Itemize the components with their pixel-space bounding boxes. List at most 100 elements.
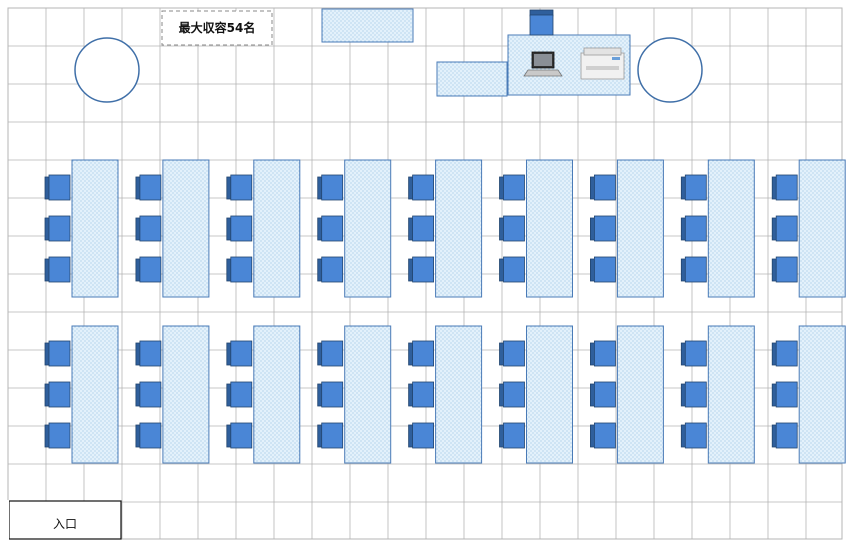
chair [321,174,344,201]
classroom-desks [44,159,846,464]
desk-group [226,159,301,298]
desk-group [499,325,573,464]
printer-icon [580,47,625,80]
chair [139,174,162,201]
chair [775,215,798,242]
desk-group [135,325,210,464]
chair [412,422,435,449]
chair [775,256,798,283]
desk [798,325,846,464]
chair [684,340,707,367]
desk [798,159,846,298]
chair [775,174,798,201]
entrance: 入口 [0,500,122,540]
chair [594,422,616,449]
chair [594,340,616,367]
chair [48,340,71,367]
desk-group [499,159,573,298]
chair [503,174,525,201]
desk-group [590,159,664,298]
desk-group [408,325,483,464]
chair [48,381,71,408]
chair [412,215,435,242]
chair [594,215,616,242]
desk [162,325,210,464]
chair [139,256,162,283]
chair [48,422,71,449]
chair [684,215,707,242]
desk [707,159,755,298]
desk-group [317,325,392,464]
desk-group [771,159,846,298]
laptop-icon [523,51,563,77]
chair [412,381,435,408]
chair [230,215,253,242]
desk [253,159,301,298]
chair [48,256,71,283]
desk-group [680,159,755,298]
desk [526,159,573,298]
chair [594,174,616,201]
chair [594,256,616,283]
desk [162,159,210,298]
chair [230,340,253,367]
chair [775,340,798,367]
chair [684,422,707,449]
chair [139,340,162,367]
desk [344,159,392,298]
desk [71,325,119,464]
chair [684,381,707,408]
chair [321,215,344,242]
chair [412,174,435,201]
chair [503,340,525,367]
chair [139,422,162,449]
desk-group [44,159,119,298]
chair [230,174,253,201]
round-table-left [74,37,140,103]
desk-group [680,325,755,464]
chair [412,256,435,283]
chair [775,381,798,408]
chair [503,256,525,283]
chair [503,215,525,242]
desk-group [44,325,119,464]
instructor-chair [529,9,554,36]
chair [230,381,253,408]
chair [594,381,616,408]
desk-group [317,159,392,298]
chair [503,381,525,408]
desk [435,159,483,298]
chair [684,174,707,201]
desk-group [135,159,210,298]
chair [775,422,798,449]
instructor-area [436,9,631,97]
side-desk [436,61,508,97]
desk-group [771,325,846,464]
desk [71,159,119,298]
chair [321,256,344,283]
desk [707,325,755,464]
desk-group [590,325,664,464]
chair [139,215,162,242]
desk-group [226,325,301,464]
desk [616,325,664,464]
chair [503,422,525,449]
capacity-label-box: 最大収容54名 [161,10,273,46]
chair [48,174,71,201]
capacity-label: 最大収容54名 [179,20,256,35]
chair [48,215,71,242]
desk [526,325,573,464]
chair [139,381,162,408]
desk [616,159,664,298]
chair [321,381,344,408]
entrance-label: 入口 [53,517,77,531]
chair [321,422,344,449]
chair [684,256,707,283]
front-table [321,8,414,43]
round-table-right [637,37,703,103]
desk [435,325,483,464]
chair [230,256,253,283]
chair [230,422,253,449]
desk [344,325,392,464]
